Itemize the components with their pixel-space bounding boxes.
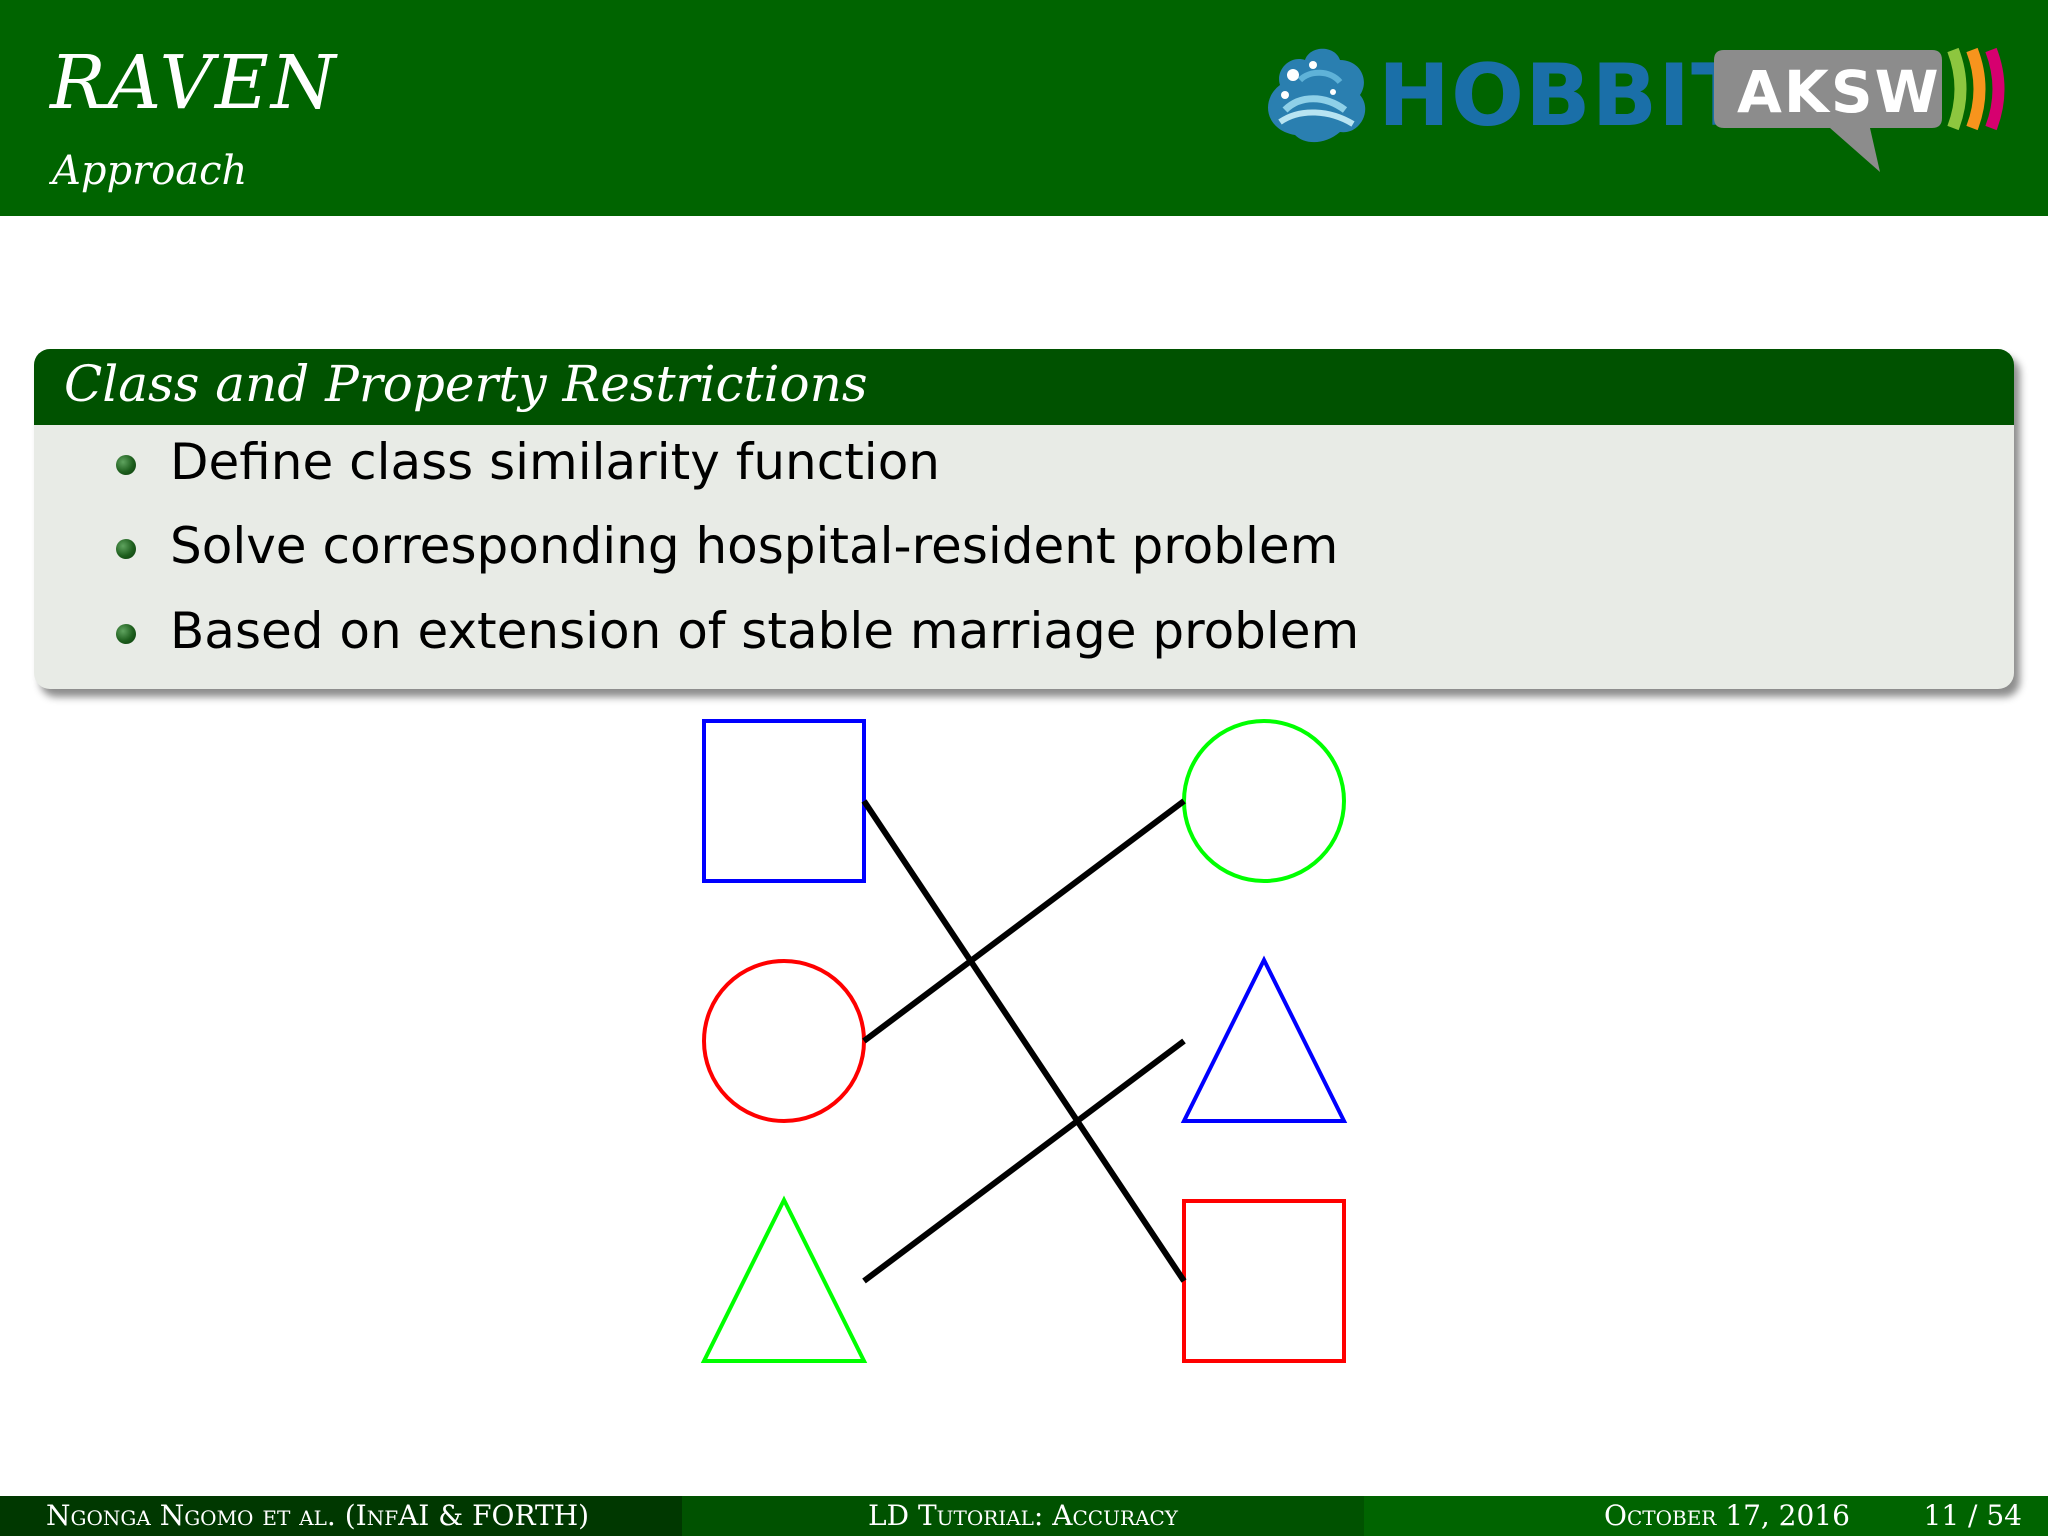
right-square-shape	[1182, 1199, 1346, 1363]
list-item-text: Define class similarity function	[170, 433, 940, 491]
footer-talk-title: LD Tutorial: Accuracy	[868, 1499, 1178, 1532]
link-circle-to-circle	[862, 798, 1186, 1044]
bullet-icon	[116, 455, 136, 475]
footer-talk-segment: LD Tutorial: Accuracy	[682, 1496, 1364, 1536]
link-square-to-square	[861, 799, 1187, 1283]
slide-footer: Ngonga Ngomo et al. (InfAI & FORTH) LD T…	[0, 1496, 2048, 1536]
bullet-icon	[116, 624, 136, 644]
left-square-shape	[702, 719, 866, 883]
hobbit-logo-text: HOBBIT	[1378, 46, 1751, 146]
left-triangle-shape	[700, 1195, 868, 1363]
footer-authors-segment: Ngonga Ngomo et al. (InfAI & FORTH)	[0, 1496, 682, 1536]
restrictions-block: Class and Property Restrictions Define c…	[34, 349, 2014, 689]
footer-authors: Ngonga Ngomo et al. (InfAI & FORTH)	[46, 1499, 590, 1532]
footer-date: October 17, 2016	[1604, 1499, 1850, 1532]
slide-title: RAVEN	[50, 40, 338, 126]
list-item-text: Solve corresponding hospital-resident pr…	[170, 517, 1339, 575]
aksw-logo-text: AKSW	[1737, 58, 1941, 126]
logo-group: HOBBIT AKSW	[1255, 40, 2025, 180]
list-item-text: Based on extension of stable marriage pr…	[170, 602, 1360, 660]
slide-header: RAVEN Approach HOBBIT AKSW	[0, 0, 2048, 216]
link-triangle-to-triangle	[862, 1038, 1186, 1284]
page-number: 11 / 54	[1923, 1499, 2023, 1532]
block-title-bar: Class and Property Restrictions	[34, 349, 2014, 425]
right-triangle-shape	[1180, 955, 1348, 1123]
aksw-logo-icon	[1714, 47, 2005, 172]
left-circle-shape	[702, 959, 866, 1123]
block-title: Class and Property Restrictions	[64, 355, 868, 413]
slide-subtitle: Approach	[52, 148, 248, 194]
footer-date-segment: October 17, 2016 11 / 54	[1364, 1496, 2048, 1536]
right-circle-shape	[1182, 719, 1346, 883]
bullet-icon	[116, 539, 136, 559]
hobbit-logo-icon	[1268, 48, 1366, 143]
